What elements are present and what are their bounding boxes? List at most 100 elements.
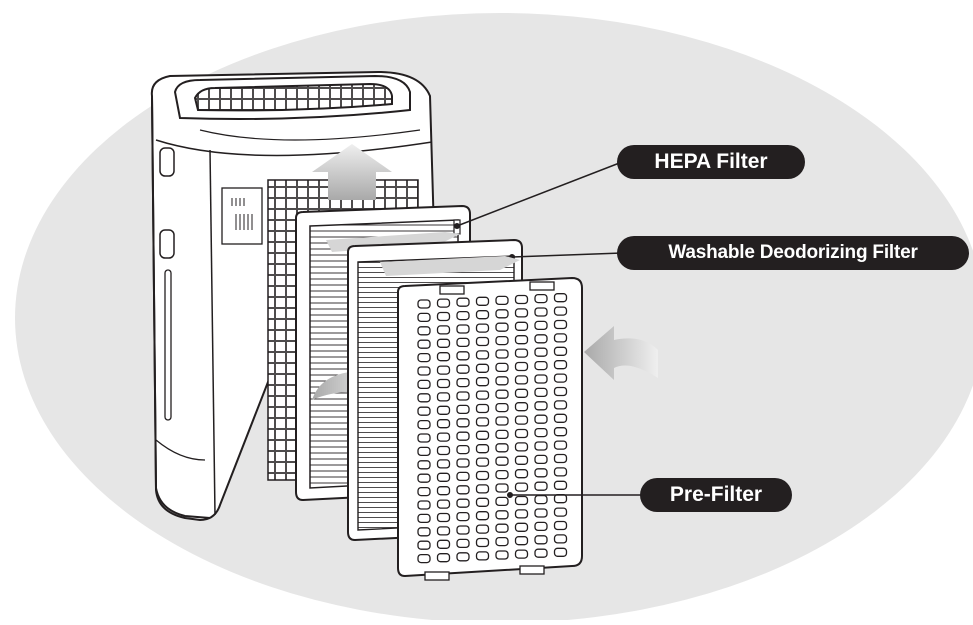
- mesh-hole: [456, 498, 470, 508]
- mesh-hole: [436, 539, 451, 549]
- mesh-hole: [417, 352, 431, 363]
- mesh-hole: [436, 311, 451, 322]
- deodorizing-flow-arrow: [380, 256, 520, 276]
- mesh-hole: [475, 484, 490, 494]
- mesh-hole: [436, 553, 451, 563]
- mesh-hole: [534, 494, 548, 505]
- mesh-hole: [495, 496, 509, 507]
- mesh-hole: [456, 377, 470, 388]
- mesh-hole: [514, 509, 529, 519]
- mesh-hole: [417, 406, 431, 416]
- mesh-hole: [553, 480, 568, 490]
- front-intake-arrow: [584, 326, 658, 380]
- mesh-hole: [436, 526, 451, 536]
- mesh-hole: [553, 547, 568, 557]
- mesh-hole: [514, 402, 529, 412]
- pre-filter-mesh: [417, 293, 568, 564]
- mesh-hole: [456, 552, 470, 562]
- mesh-hole: [495, 362, 509, 373]
- mesh-hole: [553, 306, 568, 316]
- mesh-hole: [514, 549, 529, 559]
- mesh-hole: [456, 471, 470, 482]
- hepa-leader-line: [456, 161, 623, 227]
- mesh-hole: [514, 321, 529, 331]
- mesh-hole: [495, 389, 509, 399]
- mesh-hole: [436, 325, 451, 335]
- mesh-hole: [514, 482, 529, 492]
- mesh-hole: [495, 483, 509, 493]
- mesh-hole: [436, 378, 451, 389]
- mesh-hole: [553, 373, 568, 383]
- mesh-hole: [534, 414, 548, 424]
- mesh-hole: [514, 388, 529, 398]
- mesh-hole: [495, 510, 509, 520]
- mesh-hole: [475, 296, 490, 306]
- mesh-hole: [514, 335, 529, 345]
- mesh-hole: [417, 379, 431, 390]
- mesh-hole: [475, 511, 490, 521]
- mesh-hole: [534, 360, 548, 371]
- mesh-hole: [534, 307, 548, 317]
- mesh-hole: [417, 433, 431, 443]
- mesh-hole: [475, 457, 490, 467]
- mesh-hole: [495, 536, 509, 547]
- mesh-hole: [475, 350, 490, 360]
- mesh-hole: [475, 551, 490, 561]
- pre-filter-label: Pre-Filter: [640, 478, 792, 512]
- mesh-hole: [475, 417, 490, 427]
- mesh-hole: [553, 440, 568, 450]
- mesh-hole: [495, 376, 509, 386]
- mesh-hole: [417, 393, 431, 403]
- mesh-hole: [475, 537, 490, 548]
- mesh-hole: [417, 446, 431, 457]
- mesh-hole: [417, 326, 431, 336]
- mesh-hole: [534, 334, 548, 344]
- mesh-hole: [514, 415, 529, 425]
- mesh-hole: [553, 346, 568, 356]
- mesh-hole: [534, 293, 548, 304]
- mesh-hole: [417, 312, 431, 323]
- mesh-hole: [456, 351, 470, 361]
- mesh-hole: [495, 309, 509, 319]
- mesh-hole: [456, 444, 470, 455]
- mesh-hole: [514, 428, 529, 439]
- deodorizing-leader-line: [511, 252, 623, 258]
- mesh-hole: [514, 294, 529, 305]
- mesh-hole: [534, 320, 548, 331]
- mesh-hole: [417, 540, 431, 550]
- mesh-hole: [495, 443, 509, 453]
- mesh-hole: [475, 430, 490, 440]
- mesh-hole: [534, 401, 548, 411]
- mesh-hole: [514, 522, 529, 532]
- mesh-hole: [475, 497, 490, 507]
- mesh-hole: [553, 386, 568, 397]
- mesh-hole: [417, 473, 431, 483]
- mesh-hole: [475, 377, 490, 387]
- mesh-hole: [417, 366, 431, 376]
- mesh-hole: [534, 508, 548, 518]
- mesh-hole: [436, 365, 451, 375]
- mesh-hole: [456, 431, 470, 441]
- mesh-hole: [417, 339, 431, 349]
- mesh-hole: [475, 403, 490, 414]
- mesh-hole: [553, 494, 568, 504]
- mesh-hole: [553, 293, 568, 303]
- mesh-hole: [475, 524, 490, 534]
- mesh-hole: [417, 500, 431, 510]
- mesh-hole: [456, 485, 470, 495]
- mesh-hole: [553, 520, 568, 531]
- mesh-hole: [553, 507, 568, 517]
- mesh-hole: [514, 455, 529, 465]
- mesh-hole: [456, 310, 470, 321]
- mesh-hole: [436, 392, 451, 402]
- mesh-hole: [475, 470, 490, 481]
- mesh-hole: [514, 361, 529, 372]
- mesh-hole: [553, 319, 568, 330]
- mesh-hole: [514, 375, 529, 385]
- mesh-hole: [495, 550, 509, 560]
- mesh-hole: [436, 512, 451, 523]
- mesh-hole: [456, 525, 470, 535]
- mesh-hole: [534, 521, 548, 532]
